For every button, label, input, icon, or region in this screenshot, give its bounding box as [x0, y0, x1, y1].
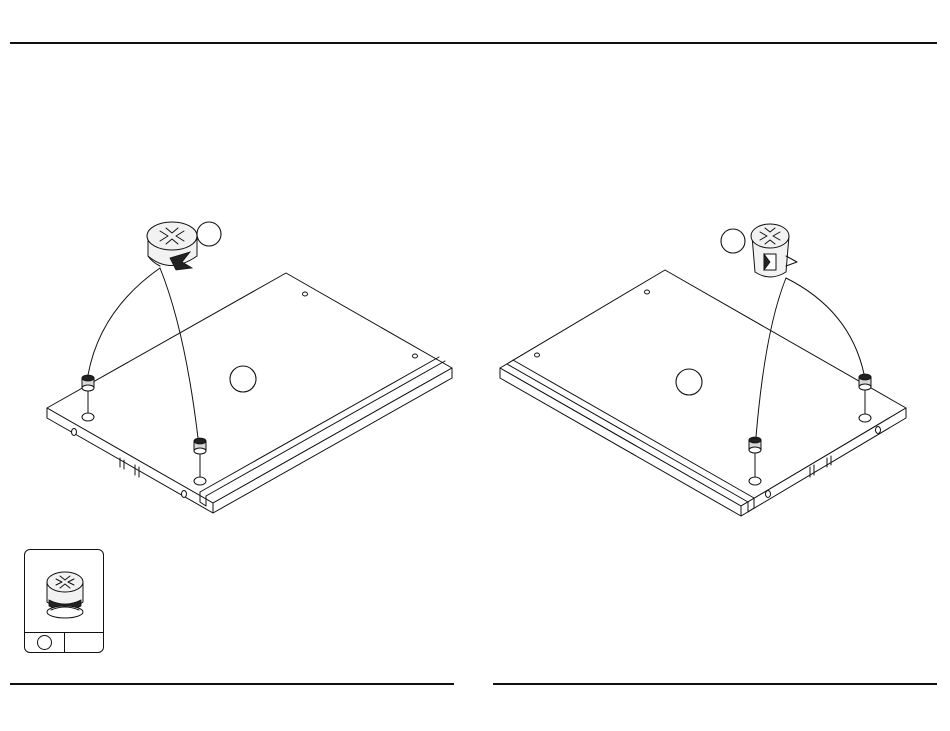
- left-cam-hole-2: [194, 477, 206, 485]
- right-hardware-callout: [721, 229, 745, 253]
- right-board-hole-2: [535, 353, 540, 357]
- left-cam-hole-1: [82, 413, 94, 421]
- parts-box: [24, 549, 104, 653]
- right-edge-hole-1: [876, 427, 881, 434]
- left-edge-hole-1: [72, 429, 77, 436]
- left-board-hole-2: [413, 354, 418, 358]
- parts-box-id-cell: [25, 633, 65, 652]
- parts-box-id-circle: [37, 635, 52, 650]
- left-enlarged-cam-lock: [147, 222, 197, 270]
- right-cam-hole-2: [749, 477, 761, 485]
- left-board-hole-1: [303, 292, 308, 296]
- left-hardware-callout: [197, 222, 221, 246]
- cam-lock-icon: [25, 550, 104, 634]
- right-board-hole-1: [645, 290, 650, 294]
- right-cam-hole-1: [859, 414, 871, 422]
- left-panel-callout: [230, 366, 256, 392]
- right-enlarged-cam-lock: [751, 224, 797, 277]
- left-panel-group: [47, 222, 452, 513]
- parts-box-quantity: [65, 633, 103, 652]
- parts-box-footer: [25, 632, 103, 652]
- left-edge-hole-2: [182, 491, 187, 498]
- right-panel-group: [500, 224, 906, 516]
- right-panel-callout: [676, 369, 702, 395]
- right-edge-hole-2: [766, 491, 771, 498]
